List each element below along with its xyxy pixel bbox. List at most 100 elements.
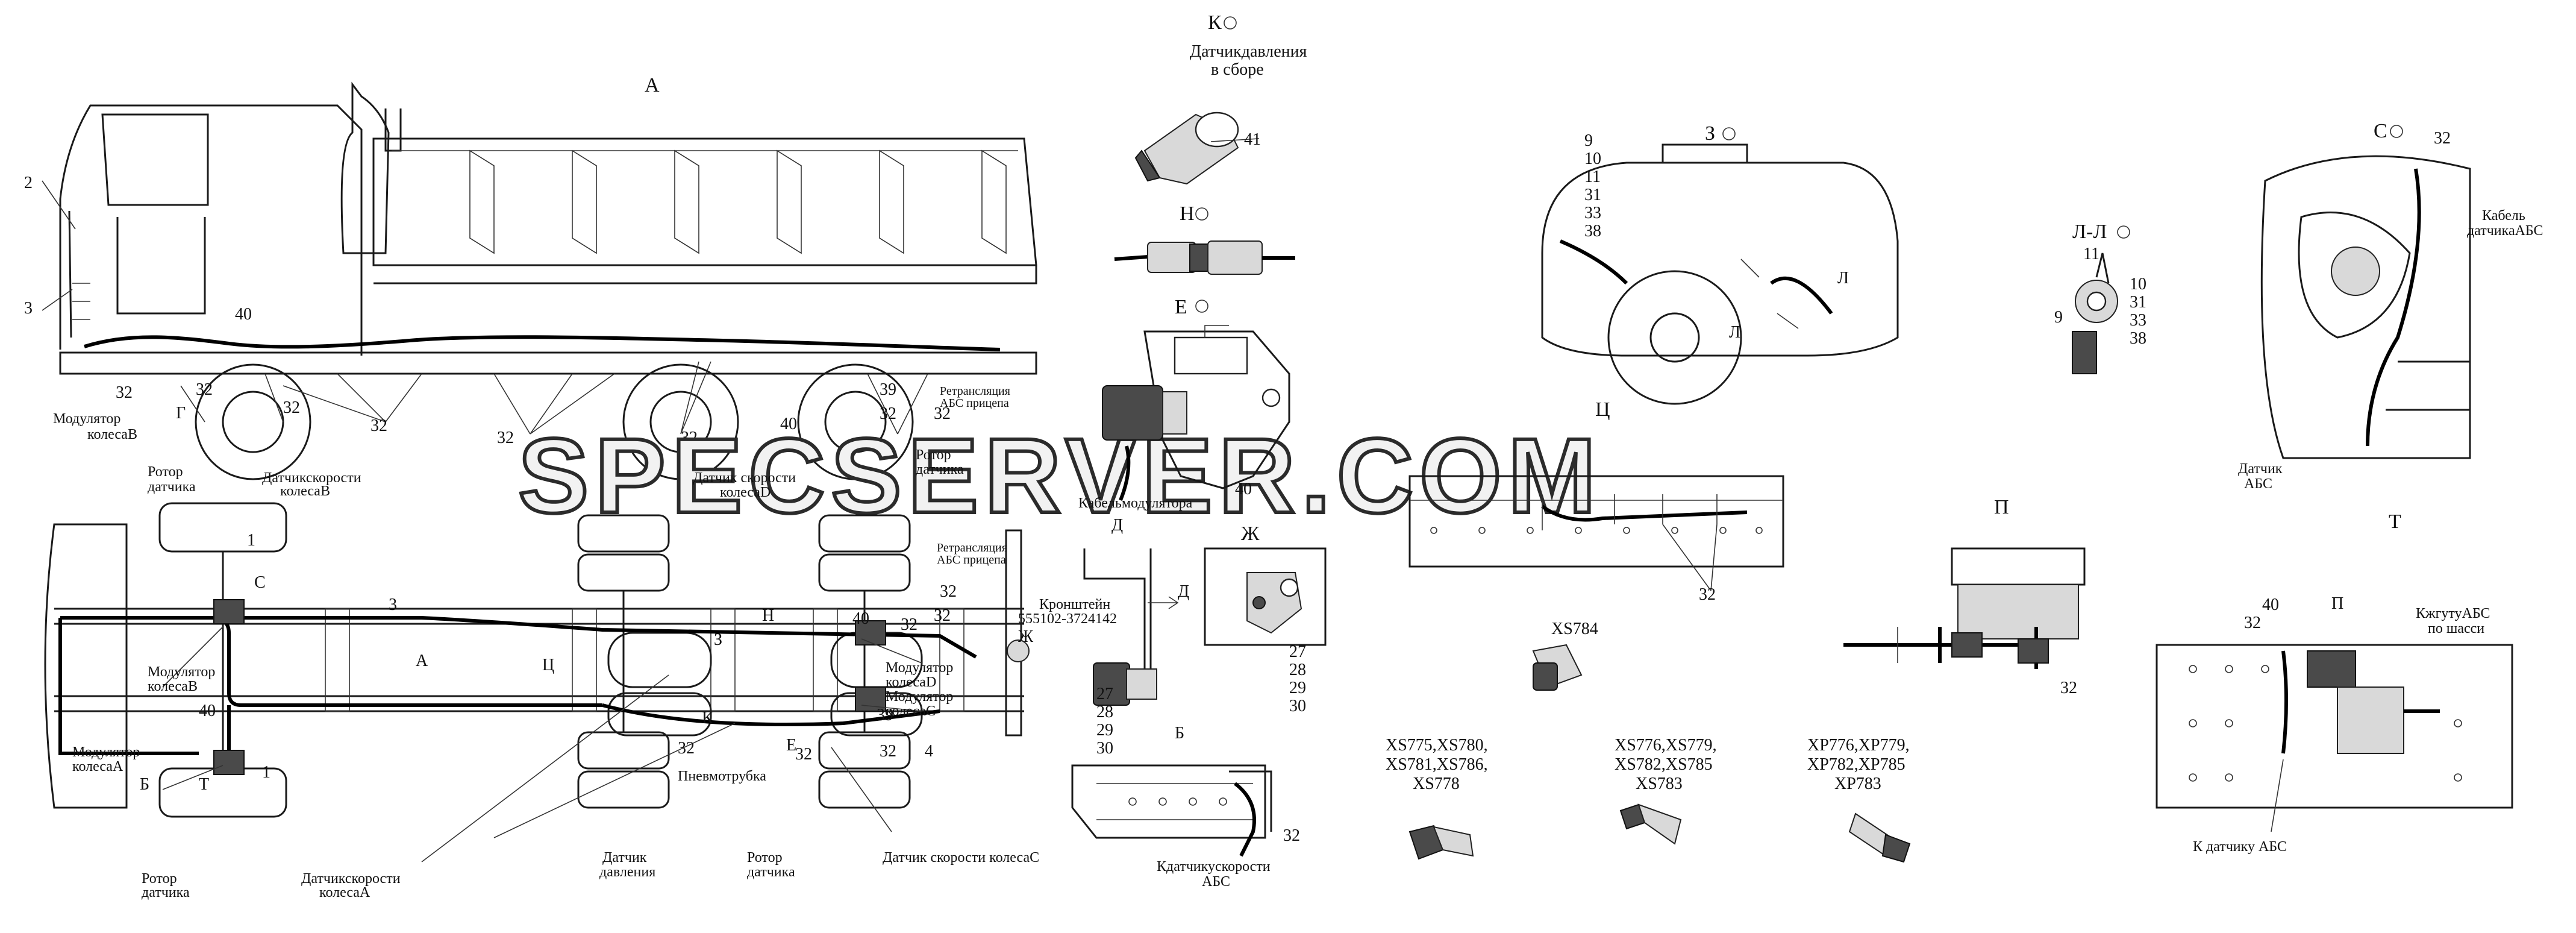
view-arrow-l: Л bbox=[1729, 323, 1740, 342]
callout-38: 32 bbox=[1283, 826, 1300, 845]
connector-xs776-group bbox=[1619, 803, 1682, 845]
label-modulator-d-2: колесаD bbox=[886, 674, 936, 690]
view-arrow-d: Д bbox=[1178, 582, 1189, 601]
callout-1: 1 bbox=[247, 531, 255, 550]
callout-9: 9 bbox=[2054, 308, 2063, 327]
label-speed-sensor-a-2: колесаА bbox=[319, 885, 370, 900]
label-sensor-rotor-a-1: Ротор bbox=[142, 871, 177, 887]
label-pressure-sensor-assy-1: Датчикдавления bbox=[1190, 42, 1307, 61]
label-xs775-l3: XS778 bbox=[1413, 774, 1460, 793]
callout-29: 29 bbox=[1289, 679, 1306, 697]
callout-39: 39 bbox=[877, 706, 893, 724]
label-sensor-rotor-c-2: датчика bbox=[747, 864, 795, 880]
label-modulator-b2-1: Модулятор bbox=[148, 664, 215, 680]
view-arrow-k: К bbox=[702, 709, 713, 727]
view-d-bracket bbox=[1083, 548, 1179, 706]
callout-41: 41 bbox=[1244, 130, 1261, 149]
label-abs-redistr-2: АБС прицепа bbox=[940, 397, 1009, 410]
label-modulator-b2-2: колесаВ bbox=[148, 679, 198, 694]
view-label-z: З bbox=[1705, 122, 1715, 145]
label-abs-sensor-2: АБС bbox=[2244, 476, 2272, 492]
label-xs784: XS784 bbox=[1551, 620, 1598, 638]
label-speed-sensor-b-2: колесаВ bbox=[280, 483, 330, 499]
callout-27: 27 bbox=[1289, 642, 1306, 661]
view-arrow-l: Л bbox=[1837, 269, 1849, 287]
callout-32: 33 bbox=[1584, 204, 1601, 222]
callout-38: 32 bbox=[880, 742, 896, 761]
view-label-ts: Ц bbox=[1595, 398, 1610, 421]
view-p-assembly bbox=[1843, 547, 2086, 669]
callout-3: 3 bbox=[389, 595, 397, 614]
callout-38: 32 bbox=[880, 404, 896, 423]
view-label-a: А bbox=[645, 74, 660, 96]
callout-40: 40 bbox=[780, 415, 797, 433]
callout-38: 32 bbox=[934, 606, 951, 625]
label-abs-redistr-b-2: АБС прицепа bbox=[937, 553, 1006, 567]
label-sensor-rotor-a-2: датчика bbox=[142, 885, 190, 900]
callout-27: 27 bbox=[1096, 685, 1113, 703]
callout-38: 32 bbox=[678, 739, 695, 758]
callout-11: 11 bbox=[2083, 245, 2099, 263]
label-modulator-a-2: колесаА bbox=[72, 759, 123, 774]
callout-33: 38 bbox=[2130, 329, 2146, 348]
callout-31: 31 bbox=[1584, 186, 1601, 204]
callout-31: 31 bbox=[2130, 293, 2146, 312]
label-abs-sensor-1: Датчик bbox=[2238, 461, 2283, 477]
label-xs776-l1: XS776,XS779, bbox=[1615, 736, 1717, 755]
view-label-z: З bbox=[714, 630, 722, 649]
callout-40: 40 bbox=[199, 702, 216, 720]
truck-side-view bbox=[42, 81, 1037, 480]
cab-plan bbox=[44, 523, 128, 809]
view-arrow-b: Б bbox=[140, 775, 149, 794]
view-label-zh: Ж bbox=[1241, 523, 1260, 545]
view-ll-detail bbox=[2072, 253, 2118, 374]
view-label-b: Б bbox=[1175, 724, 1184, 743]
callout-30: 30 bbox=[1096, 739, 1113, 758]
view-label-ll: Л-Л bbox=[2072, 221, 2107, 243]
callout-2: 2 bbox=[24, 174, 33, 192]
callout-38: 32 bbox=[196, 380, 213, 399]
view-label-t: Т bbox=[2389, 510, 2401, 533]
label-speed-sensor-d-1: Датчик скорости bbox=[693, 470, 796, 486]
label-bracket-2: 555102-3724142 bbox=[1018, 611, 1117, 627]
label-modulator-d-1: Модулятор bbox=[886, 660, 953, 676]
label-speed-sensor-b-1: Датчикскорости bbox=[262, 470, 361, 486]
label-xp776-l2: XP782,XP785 bbox=[1807, 755, 1905, 774]
label-speed-sensor-c: Датчик скорости колесаС bbox=[883, 850, 1039, 865]
label-modulator-a-1: Модулятор bbox=[72, 744, 140, 760]
label-to-harness-1: КжгутуАБС bbox=[2416, 606, 2490, 621]
front-wheel bbox=[195, 363, 311, 480]
abs-harness-side bbox=[84, 335, 1001, 351]
callout-38: 32 bbox=[370, 416, 387, 435]
label-xp776-l3: XP783 bbox=[1834, 774, 1881, 793]
label-abs-sensor-cable-1: Кабель bbox=[2482, 208, 2525, 224]
label-pressure-sensor-2: давления bbox=[599, 864, 655, 880]
callout-28: 28 bbox=[1096, 703, 1113, 721]
label-modulator-b-1: Модулятор bbox=[53, 411, 120, 427]
side-frame bbox=[59, 351, 1037, 375]
label-xp776-l1: XP776,XP779, bbox=[1807, 736, 1910, 755]
view-k-pressure-sensor bbox=[1134, 112, 1260, 185]
label-to-speed-sensor-2: АБС bbox=[1202, 874, 1230, 890]
label-modulator-b-2: колесаВ bbox=[87, 427, 137, 442]
view-ts-frame-section bbox=[1408, 475, 1784, 591]
label-to-abs-sensor: К датчику АБС bbox=[2193, 839, 2287, 855]
callout-40: 40 bbox=[2262, 595, 2279, 614]
connector-xs784 bbox=[1532, 644, 1583, 691]
label-abs-redistr-b-1: Ретрансляция bbox=[937, 541, 1007, 554]
label-modulator-c-2: колесаС bbox=[886, 703, 936, 719]
callout-40: 40 bbox=[852, 609, 869, 628]
callout-38: 32 bbox=[795, 745, 812, 764]
view-label-c: С bbox=[2374, 120, 2387, 142]
callout-29: 29 bbox=[1096, 721, 1113, 740]
callout-38: 32 bbox=[1699, 585, 1716, 604]
view-label-n: Н bbox=[1180, 203, 1195, 225]
label-to-harness-2: по шасси bbox=[2428, 621, 2484, 636]
cab-door bbox=[116, 217, 206, 315]
view-z-gearbox bbox=[1541, 143, 1899, 405]
label-modulator-c-1: Модулятор bbox=[886, 689, 953, 705]
callout-38: 32 bbox=[2244, 614, 2261, 632]
callout-32: 33 bbox=[2130, 311, 2146, 330]
cab-window bbox=[101, 113, 209, 206]
